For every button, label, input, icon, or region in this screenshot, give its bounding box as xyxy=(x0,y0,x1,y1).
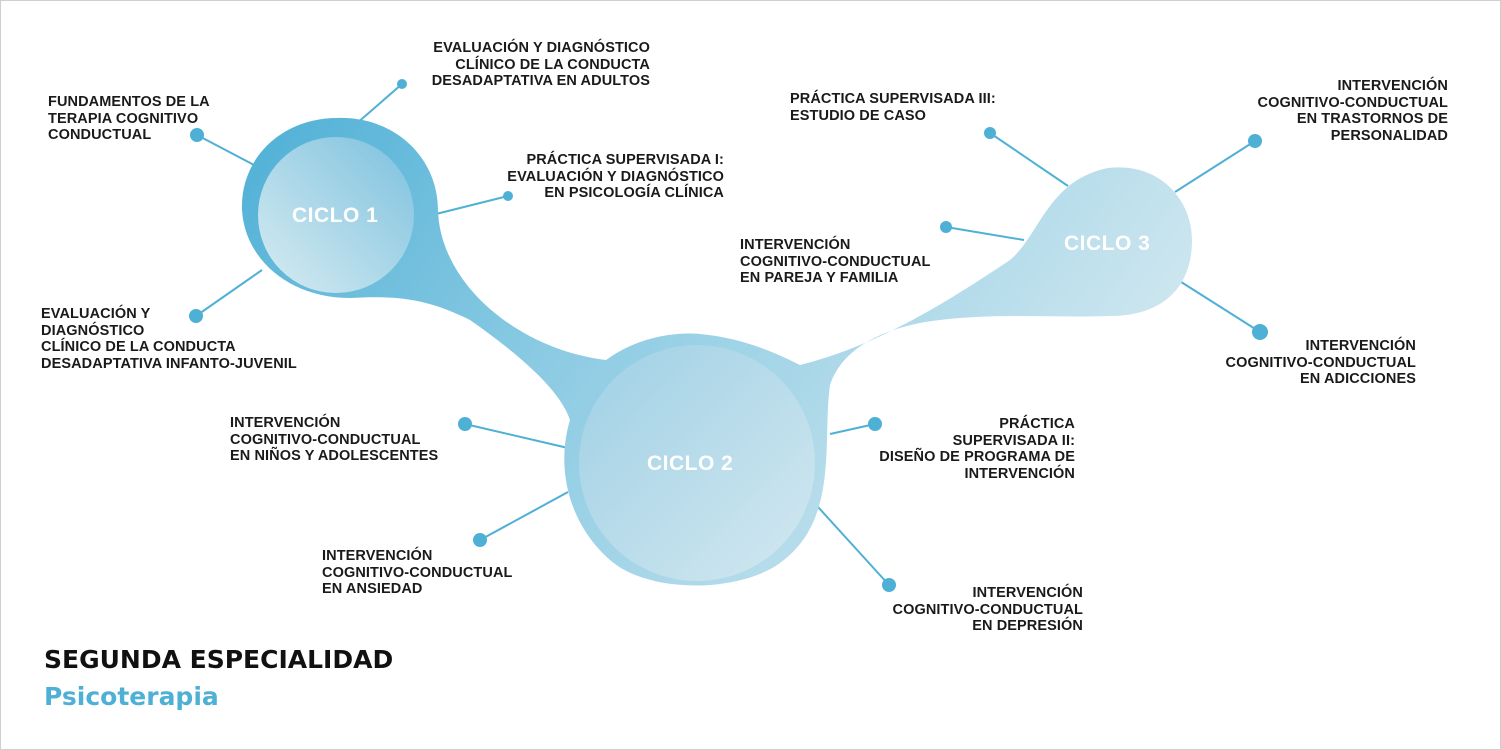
endpoint-practica-2 xyxy=(868,417,882,431)
endpoint-practica-3 xyxy=(984,127,996,139)
connector-personalidad xyxy=(1174,140,1256,193)
endpoint-adicciones xyxy=(1252,324,1268,340)
endpoint-personalidad xyxy=(1248,134,1262,148)
cycle-3-label: CICLO 3 xyxy=(1064,232,1151,255)
course-practica-1: PRÁCTICA SUPERVISADA I: EVALUACIÓN Y DIA… xyxy=(507,152,724,201)
endpoint-practica-1 xyxy=(503,191,513,201)
course-practica-2: PRÁCTICA SUPERVISADA II: DISEÑO DE PROGR… xyxy=(879,416,1075,482)
course-depresion: INTERVENCIÓN COGNITIVO-CONDUCTUAL EN DEP… xyxy=(892,585,1083,634)
connector-practica-2 xyxy=(829,423,876,435)
course-personalidad: INTERVENCIÓN COGNITIVO-CONDUCTUAL EN TRA… xyxy=(1257,78,1448,144)
connector-practica-1 xyxy=(435,195,509,215)
course-ninos: INTERVENCIÓN COGNITIVO-CONDUCTUAL EN NIÑ… xyxy=(230,415,439,464)
cycle-1-label: CICLO 1 xyxy=(292,204,379,227)
endpoint-fundamentos xyxy=(190,128,204,142)
connector-adicciones xyxy=(1177,279,1261,333)
endpoint-depresion xyxy=(882,578,896,592)
cycle-1-inner xyxy=(258,137,414,293)
course-ansiedad: INTERVENCIÓN COGNITIVO-CONDUCTUAL EN ANS… xyxy=(322,548,513,597)
connector-ninos xyxy=(464,423,569,449)
cycle-2-label: CICLO 2 xyxy=(647,452,734,475)
connector-ansiedad xyxy=(479,491,569,541)
cycle-2-inner xyxy=(579,345,815,581)
course-practica-3: PRÁCTICA SUPERVISADA III: ESTUDIO DE CAS… xyxy=(790,91,996,124)
connector-eval-infanto xyxy=(195,269,263,317)
program-subtitle: Psicoterapia xyxy=(44,682,219,711)
connector-pareja xyxy=(945,226,1025,241)
connector-fundamentos xyxy=(196,134,257,167)
endpoint-eval-infanto xyxy=(189,309,203,323)
course-eval-adultos: EVALUACIÓN Y DIAGNÓSTICO CLÍNICO DE LA C… xyxy=(431,40,650,89)
course-eval-infanto: EVALUACIÓN Y DIAGNÓSTICO CLÍNICO DE LA C… xyxy=(41,306,297,372)
course-pareja: INTERVENCIÓN COGNITIVO-CONDUCTUAL EN PAR… xyxy=(740,237,931,286)
endpoint-ansiedad xyxy=(473,533,487,547)
connector-depresion xyxy=(807,495,890,586)
endpoint-eval-adultos xyxy=(397,79,407,89)
connector-eval-adultos xyxy=(355,83,403,125)
connector-practica-3 xyxy=(989,132,1069,187)
endpoint-pareja xyxy=(940,221,952,233)
course-fundamentos: FUNDAMENTOS DE LA TERAPIA COGNITIVO COND… xyxy=(48,94,210,143)
program-title: SEGUNDA ESPECIALIDAD xyxy=(44,645,394,674)
course-adicciones: INTERVENCIÓN COGNITIVO-CONDUCTUAL EN ADI… xyxy=(1225,338,1416,387)
endpoint-ninos xyxy=(458,417,472,431)
